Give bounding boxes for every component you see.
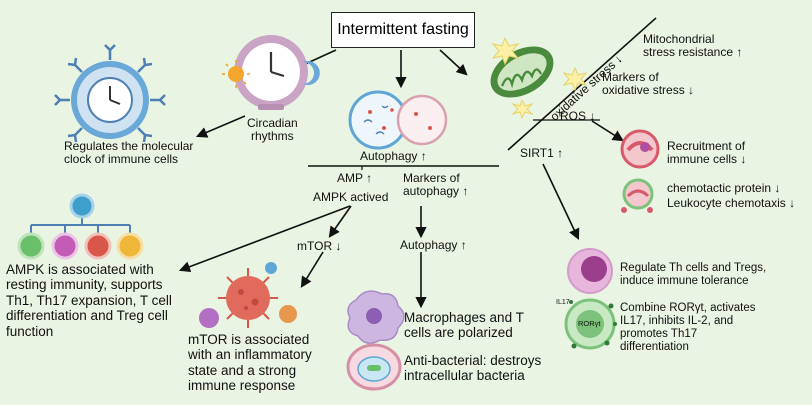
label-autophagy-top: Autophagy ↑ [360, 149, 427, 163]
markers-autophagy-text: Markers of autophagy ↑ [403, 171, 469, 199]
macrophage-text: Macrophages and T cells are polarized [404, 310, 524, 341]
autophagy-cell-icon [348, 90, 448, 150]
label-ror-tag: RORγt [578, 319, 601, 328]
arrow-ampk-to-mtor [328, 205, 352, 238]
arrow-title-to-mitochondria [439, 49, 468, 76]
antibacterial-text: Anti-bacterial: destroys intracellular b… [404, 353, 542, 384]
arrow-circadian-to-clock [195, 115, 246, 138]
mitochondria-icon [490, 46, 554, 98]
th-tregs-text: Regulate Th cells and Tregs, induce immu… [620, 262, 767, 287]
ampk-effect-text: AMPK is associated with resting immunity… [6, 262, 172, 339]
mtor-effect-text: mTOR is associated with an inflammatory … [188, 332, 312, 394]
label-amp: AMP ↑ [337, 171, 373, 185]
label-autophagy-mid: Autophagy ↑ [400, 238, 467, 252]
circadian-text: Circadian rhythms [247, 116, 298, 144]
ros-sparkle-icon [491, 36, 588, 120]
label-recruitment: Recruitment of immune cells ↓ [667, 139, 747, 167]
recruitment-text: Recruitment of immune cells ↓ [667, 139, 747, 167]
ror-text: Combine RORγt, activates IL17, inhibits … [620, 302, 756, 353]
clock-text: Regulates the molecular clock of immune … [64, 139, 194, 167]
label-ros: ROS ↓ [560, 109, 596, 123]
arrow-ros-to-recruitment [591, 120, 624, 142]
label-markers-autophagy: Markers of autophagy ↑ [403, 171, 469, 199]
label-mtor: mTOR ↓ [297, 239, 342, 253]
label-macrophage: Macrophages and T cells are polarized [404, 310, 524, 340]
arrow-sirt1-to-th [542, 163, 580, 241]
label-circadian: Circadian rhythms [247, 116, 298, 144]
label-ror: Combine RORγt, activates IL17, inhibits … [620, 302, 756, 354]
mito-resist-text: Mitochondrial stress resistance ↑ [643, 32, 743, 60]
cell-tree-icon [17, 193, 144, 260]
arrow-ampk-to-left [178, 205, 351, 273]
label-mtor-effect: mTOR is associated with an inflammatory … [188, 332, 312, 394]
chemotactic-text: chemotactic protein ↓ Leukocyte chemotax… [667, 181, 796, 210]
label-il17-tag: IL17 [556, 299, 570, 306]
bacteria-cell-icon [346, 343, 402, 391]
title-box: Intermittent fasting [331, 12, 475, 48]
macrophage-icon [347, 290, 405, 344]
label-chemotactic: chemotactic protein ↓ Leukocyte chemotax… [667, 181, 795, 211]
circadian-clock-icon [234, 35, 308, 110]
label-antibacterial: Anti-bacterial: destroys intracellular b… [404, 353, 541, 383]
label-markers-oxidative: Markers of oxidative stress ↓ [602, 70, 695, 98]
markers-oxidative-text: Markers of oxidative stress ↓ [602, 70, 695, 98]
label-ampk-effect: AMPK is associated with resting immunity… [6, 262, 172, 339]
virus-icon [199, 262, 297, 328]
label-clock: Regulates the molecular clock of immune … [64, 139, 194, 167]
label-sirt1: SIRT1 ↑ [520, 146, 564, 160]
red-cell-icon [620, 129, 660, 169]
th-cell-icon [567, 248, 613, 294]
immune-cell-clock-icon [54, 44, 166, 143]
label-th-tregs: Regulate Th cells and Tregs, induce immu… [620, 262, 766, 288]
leukocyte-icon [621, 178, 654, 213]
label-ampk: AMPK actived [313, 190, 389, 204]
ror-cell-icon [564, 298, 617, 350]
moon-icon [303, 61, 320, 85]
arrow-mtor-to-virus [300, 251, 324, 288]
label-mito-resist: Mitochondrial stress resistance ↑ [643, 32, 743, 60]
sun-icon [222, 60, 250, 88]
